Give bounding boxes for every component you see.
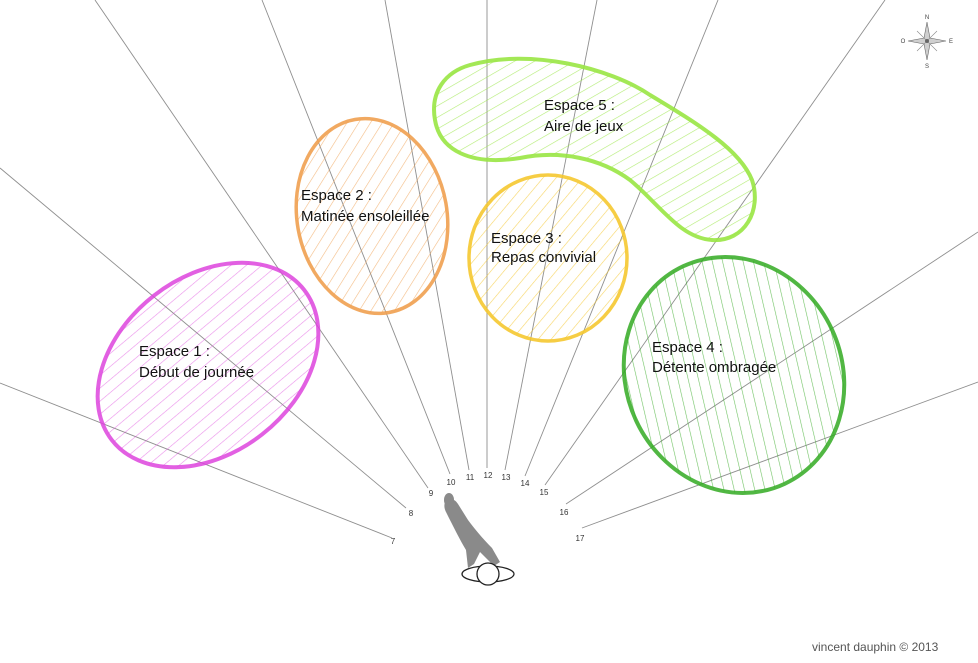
- person-figure: [444, 493, 515, 586]
- hour-label: 9: [429, 489, 434, 498]
- zone-espace-4: Espace 4 : Détente ombragée: [621, 255, 847, 495]
- zone-espace-1-title: Espace 1 :: [139, 343, 210, 360]
- zone-espace-2-subtitle: Matinée ensoleillée: [301, 208, 429, 225]
- zone-espace-3-outline: [467, 173, 629, 343]
- zone-espace-5-fill: [434, 58, 755, 241]
- person-head: [476, 562, 500, 586]
- zone-espace-1-fill: [97, 262, 319, 468]
- person-head-shadow: [444, 493, 454, 507]
- zone-espace-2: Espace 2 : Matinée ensoleillée: [294, 116, 450, 316]
- zone-espace-3-fill: [469, 175, 627, 341]
- compass-north: N: [925, 15, 929, 21]
- hour-label: 12: [484, 471, 493, 480]
- compass-south: S: [925, 64, 929, 70]
- zone-espace-5-title: Espace 5 :: [544, 97, 615, 114]
- compass-center: [925, 39, 929, 43]
- hour-labels: 7 8 9 10 11 12 13 14 15 16 17: [391, 471, 585, 546]
- compass-rose: N S E O: [901, 15, 953, 70]
- zone-espace-4-subtitle: Détente ombragée: [652, 359, 776, 376]
- zone-espace-4-outline: [621, 255, 847, 495]
- compass-east: E: [949, 39, 953, 45]
- zone-espace-5-subtitle: Aire de jeux: [544, 118, 624, 135]
- hour-label: 8: [409, 509, 414, 518]
- zone-espace-1-outline: [95, 260, 321, 470]
- zone-espace-4-fill: [623, 257, 845, 493]
- hour-label: 10: [447, 478, 456, 487]
- zone-espace-2-title: Espace 2 :: [301, 187, 372, 204]
- zone-espace-2-outline: [294, 116, 450, 316]
- hour-label: 7: [391, 537, 396, 546]
- zone-espace-5-outline: [432, 56, 757, 243]
- ray-15: [544, 0, 886, 486]
- credit-text: vincent dauphin © 2013: [812, 640, 939, 654]
- zone-espace-2-fill: [296, 118, 448, 314]
- zone-espace-1: Espace 1 : Début de journée: [95, 260, 321, 470]
- hour-label: 14: [521, 479, 530, 488]
- hour-label: 13: [502, 473, 511, 482]
- zone-espace-4-title: Espace 4 :: [652, 339, 723, 356]
- hour-label: 16: [560, 508, 569, 517]
- hour-label: 17: [576, 534, 585, 543]
- zone-espace-3-title: Espace 3 :: [491, 230, 562, 247]
- zone-espace-5: Espace 5 : Aire de jeux: [432, 56, 757, 243]
- hour-label: 11: [466, 473, 475, 482]
- hour-label: 15: [540, 488, 549, 497]
- compass-west: O: [901, 39, 906, 45]
- zone-espace-3: Espace 3 : Repas convivial: [467, 173, 629, 343]
- zone-espace-3-subtitle: Repas convivial: [491, 249, 596, 266]
- zone-espace-1-subtitle: Début de journée: [139, 364, 254, 381]
- person-shadow: [444, 498, 500, 568]
- ray-9: [94, 0, 429, 489]
